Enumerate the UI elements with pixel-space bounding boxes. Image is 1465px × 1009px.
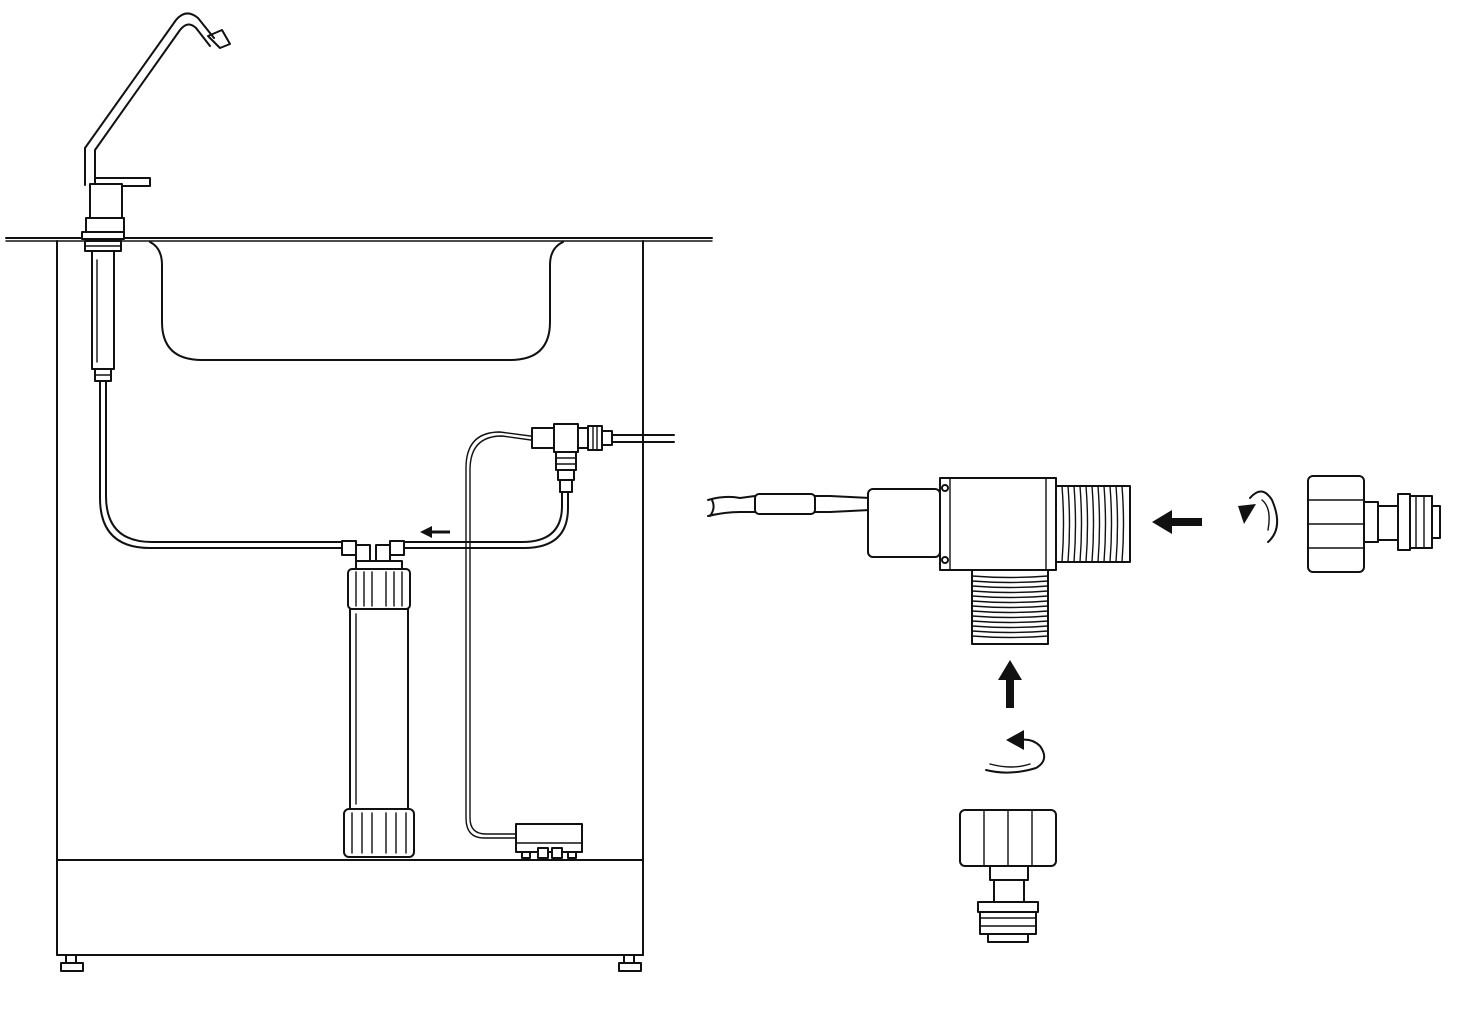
push-arrow-vertical-icon bbox=[998, 660, 1022, 708]
filter-cartridge bbox=[341, 540, 415, 858]
push-arrow-horizontal-icon bbox=[1152, 510, 1202, 534]
thread-ridge bbox=[971, 635, 1049, 639]
control-box bbox=[515, 823, 583, 859]
thread-ridge bbox=[971, 595, 1049, 599]
thread-ridge bbox=[1067, 485, 1071, 563]
faucet bbox=[81, 12, 231, 382]
thread-ridge bbox=[1103, 485, 1107, 563]
thread-ridge bbox=[971, 600, 1049, 604]
thread-ridge bbox=[971, 585, 1049, 589]
thread-ridge bbox=[971, 580, 1049, 584]
thread-right bbox=[1061, 485, 1125, 563]
thread-bottom bbox=[971, 575, 1049, 639]
thread-ridge bbox=[971, 590, 1049, 594]
rotate-arrow-vertical-icon bbox=[985, 730, 1046, 774]
top-fitting bbox=[1307, 475, 1441, 573]
thread-ridge bbox=[1097, 485, 1101, 563]
thread-ridge bbox=[971, 620, 1049, 624]
thread-ridge bbox=[1115, 485, 1119, 563]
cabinet-foot-left bbox=[60, 954, 84, 972]
rotate-arrow-horizontal-icon bbox=[1238, 490, 1279, 543]
supply-tubing bbox=[99, 380, 675, 839]
thread-ridge bbox=[1073, 485, 1077, 563]
thread-ridge bbox=[1079, 485, 1083, 563]
thread-ridge bbox=[1061, 485, 1065, 563]
flow-arrow-icon bbox=[420, 526, 450, 538]
cabinet bbox=[5, 237, 713, 972]
thread-ridge bbox=[971, 625, 1049, 629]
tee-valve bbox=[531, 423, 613, 493]
thread-ridge bbox=[1109, 485, 1113, 563]
thread-ridge bbox=[971, 575, 1049, 579]
sink-bowl bbox=[149, 241, 564, 361]
cabinet-foot-right bbox=[618, 954, 642, 972]
thread-ridge bbox=[971, 615, 1049, 619]
thread-ridge bbox=[1091, 485, 1095, 563]
thread-ridge bbox=[971, 605, 1049, 609]
tee-adapter bbox=[867, 477, 1131, 645]
thread-ridge bbox=[1085, 485, 1089, 563]
thread-ridge bbox=[971, 630, 1049, 634]
sensor-cable bbox=[707, 493, 871, 517]
thread-ridge bbox=[1121, 485, 1125, 563]
thread-ridge bbox=[971, 610, 1049, 614]
bottom-fitting bbox=[959, 809, 1057, 943]
